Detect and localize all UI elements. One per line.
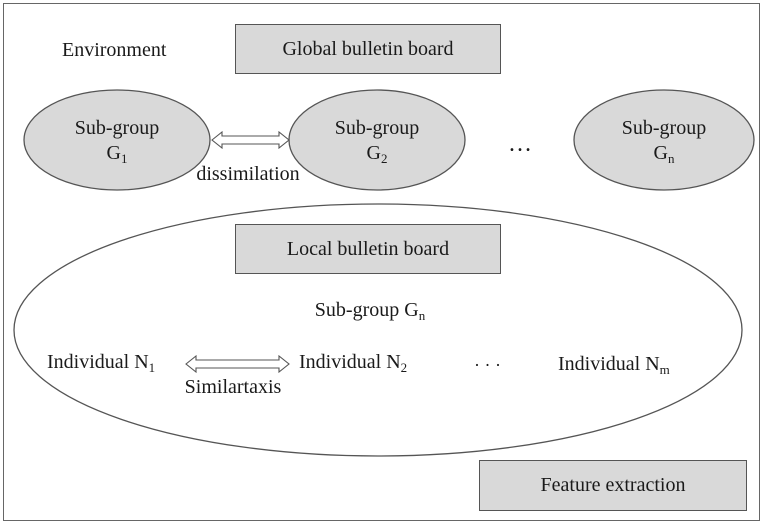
individual-m-subscript: m xyxy=(659,362,670,377)
subgroup-2-title: Sub-group xyxy=(334,117,420,139)
subgroup-2-symbol: G2 xyxy=(367,143,388,165)
local-bulletin-board-label: Local bulletin board xyxy=(286,237,450,260)
individual-2: Individual N2 xyxy=(299,352,407,374)
subgroup-1-subscript: 1 xyxy=(120,151,128,166)
individual-m-text: Individual N xyxy=(558,353,660,375)
local-subgroup-text: Sub-group G xyxy=(314,299,419,321)
local-subgroup-label: Sub-group Gn xyxy=(315,300,425,322)
environment-frame xyxy=(3,3,760,521)
local-subgroup-ellipse xyxy=(13,203,743,457)
individual-1-text: Individual N xyxy=(47,351,149,373)
subgroup-2-ellipse xyxy=(288,89,466,191)
environment-label: Environment xyxy=(62,39,167,61)
global-bulletin-board: Global bulletin board xyxy=(235,24,501,74)
subgroup-n-title: Sub-group xyxy=(621,117,707,139)
dissimilation-label: dissimilation xyxy=(196,163,300,185)
individual-2-text: Individual N xyxy=(299,351,401,373)
subgroup-1-title: Sub-group xyxy=(74,117,160,139)
feature-extraction-box: Feature extraction xyxy=(479,460,747,511)
feature-extraction-label: Feature extraction xyxy=(540,474,686,496)
individual-2-subscript: 2 xyxy=(400,360,408,375)
local-subgroup-subscript: n xyxy=(418,308,426,323)
individual-1-subscript: 1 xyxy=(148,360,156,375)
subgroup-n-symbol-letter: G xyxy=(653,142,668,164)
subgroup-2-subscript: 2 xyxy=(380,151,388,166)
individual-ellipsis: · · · xyxy=(474,355,501,375)
subgroup-n-subscript: n xyxy=(667,151,675,166)
subgroup-1-ellipse xyxy=(23,89,211,191)
individual-1: Individual N1 xyxy=(47,352,155,374)
similartaxis-arrow xyxy=(185,354,290,374)
global-bulletin-board-label: Global bulletin board xyxy=(282,37,454,60)
subgroup-1-symbol: G1 xyxy=(107,143,128,165)
local-bulletin-board: Local bulletin board xyxy=(235,224,501,274)
subgroup-n-symbol: Gn xyxy=(654,143,675,165)
subgroup-ellipsis: … xyxy=(508,131,532,157)
similartaxis-label: Similartaxis xyxy=(184,376,282,398)
subgroup-n-ellipse xyxy=(573,89,755,191)
individual-m: Individual Nm xyxy=(558,354,670,376)
dissimilation-arrow xyxy=(211,130,290,150)
subgroup-2-symbol-letter: G xyxy=(366,142,381,164)
subgroup-1-symbol-letter: G xyxy=(106,142,121,164)
